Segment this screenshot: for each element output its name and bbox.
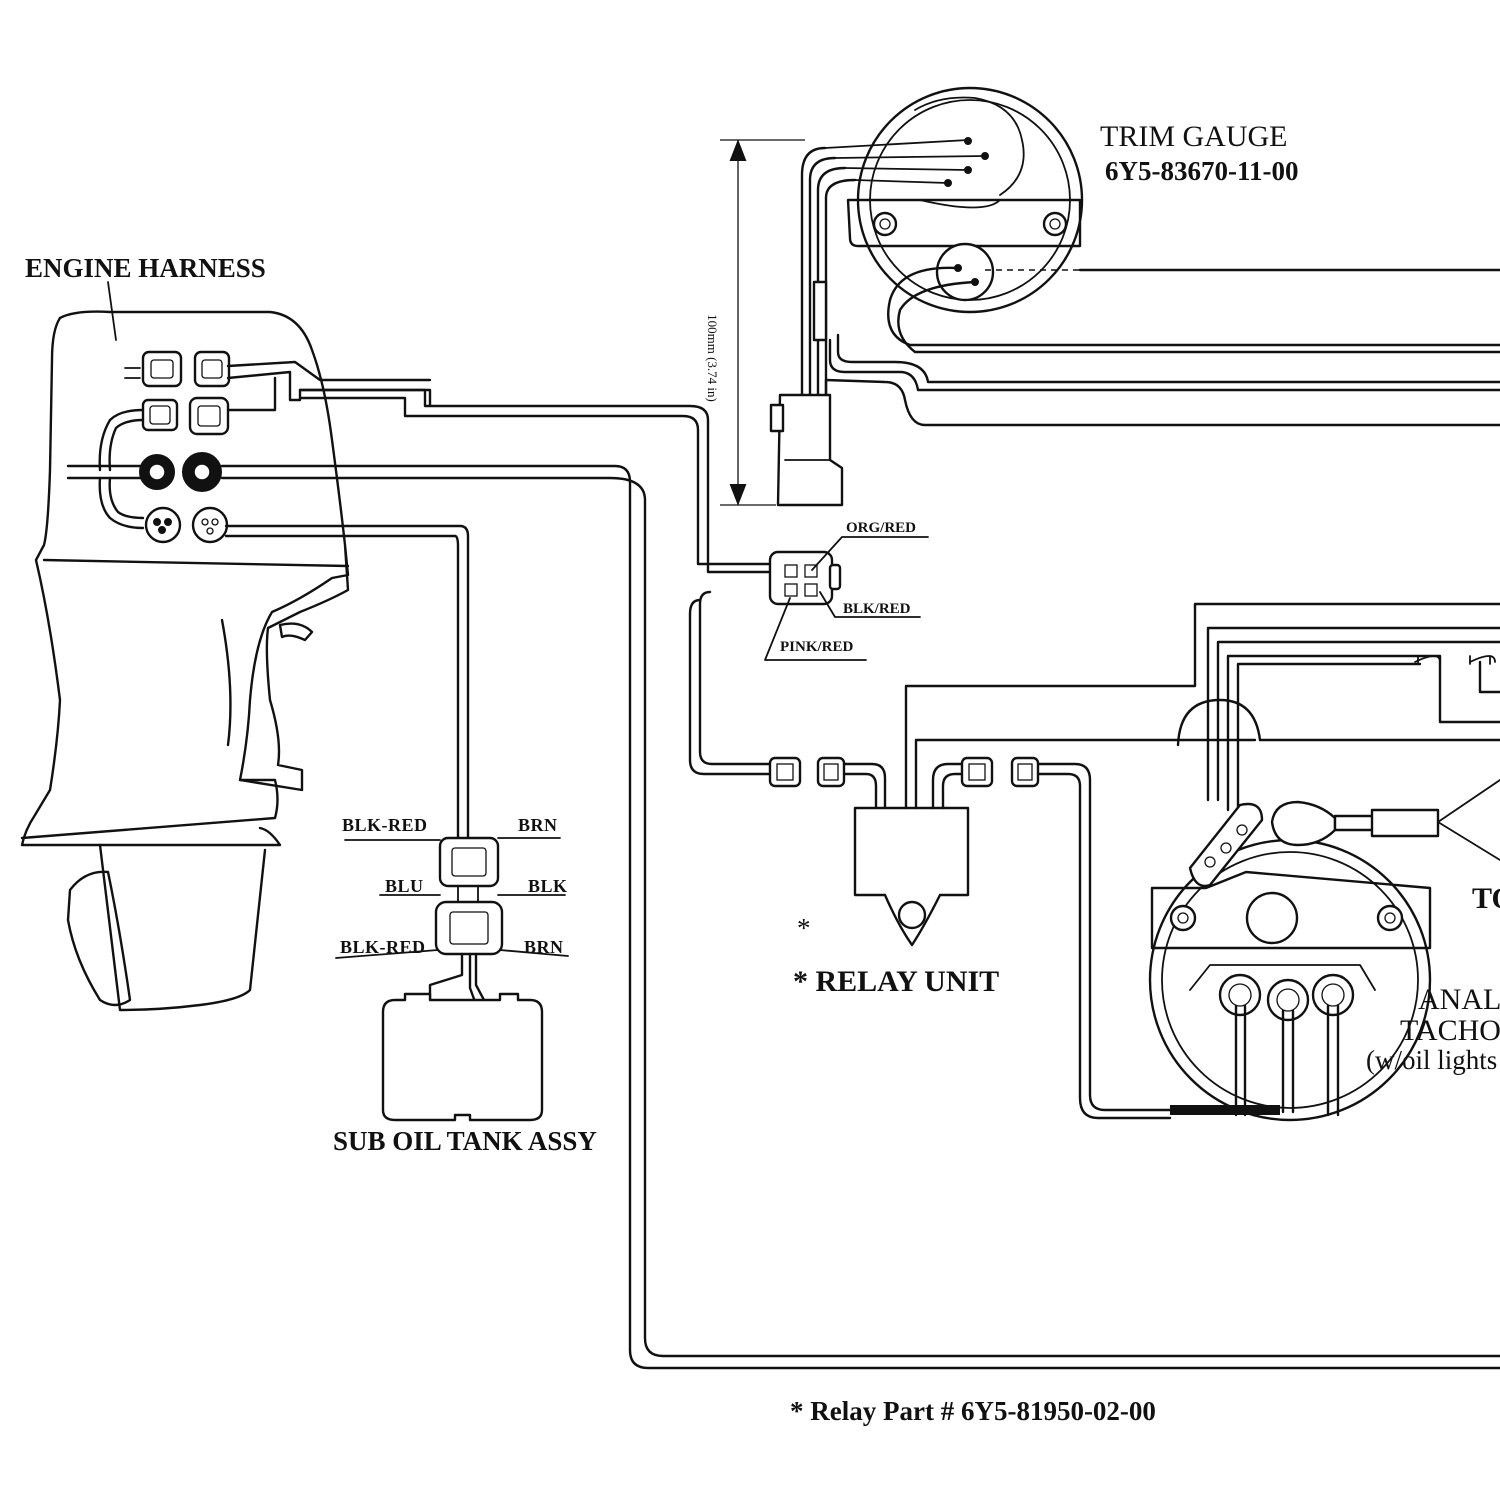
harness-wires	[220, 388, 1500, 1370]
relay-unit	[768, 602, 1500, 1120]
wire-label-blk-red-trim: BLK/RED	[843, 601, 911, 617]
wire-label-blu: BLU	[385, 876, 424, 896]
wire-label-blk-red-upper: BLK-RED	[342, 815, 428, 835]
engine-harness-label: ENGINE HARNESS	[25, 253, 266, 283]
tachometer	[1148, 626, 1500, 1122]
sub-oil-tank-assembly	[335, 836, 569, 1122]
tachometer-label-line2: TACHO	[1400, 1014, 1500, 1047]
wire-label-org-red: ORG/RED	[846, 520, 917, 536]
dimension-label: 100mm (3.74 in)	[705, 314, 720, 402]
sub-oil-tank-label: SUB OIL TANK ASSY	[333, 1126, 597, 1156]
wire-label-brn-upper: BRN	[518, 815, 558, 835]
wire-label-blk: BLK	[528, 876, 568, 896]
outboard-engine	[20, 281, 432, 1012]
trim-gauge-part-number: 6Y5-83670-11-00	[1105, 156, 1299, 186]
wire-label-brn-lower: BRN	[524, 937, 564, 957]
trim-gauge-title: TRIM GAUGE	[1100, 120, 1288, 153]
tachometer-label-line1: ANAL	[1418, 983, 1500, 1016]
relay-part-number: * Relay Part # 6Y5-81950-02-00	[790, 1396, 1156, 1426]
tach-to-label: TO	[1472, 882, 1500, 915]
trim-connector	[764, 536, 929, 661]
wire-label-blk-red-lower: BLK-RED	[340, 937, 426, 957]
trim-gauge	[720, 86, 1500, 507]
wire-label-pink-red: PINK/RED	[780, 639, 854, 655]
tachometer-label-line3: (w/oil lights	[1366, 1045, 1498, 1075]
relay-asterisk: *	[797, 913, 811, 943]
relay-unit-label: * RELAY UNIT	[793, 965, 1000, 998]
